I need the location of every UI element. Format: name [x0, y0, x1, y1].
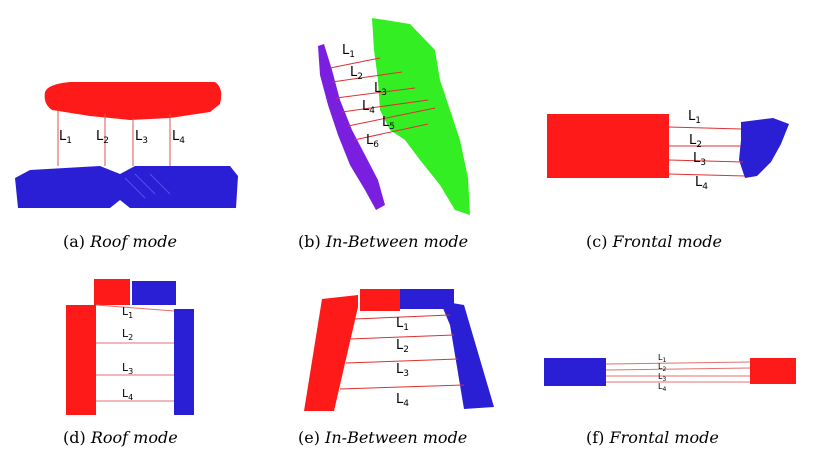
red-vehicle-pointcloud: [547, 114, 669, 178]
correspondence-lines: [605, 361, 751, 383]
caption-f: (f) Frontal mode: [586, 428, 719, 447]
green-vehicle-pointcloud: [372, 18, 470, 215]
caption-tag: (c): [586, 232, 608, 251]
svg-text:L3: L3: [135, 129, 148, 146]
caption-mode: In-Between mode: [325, 232, 469, 251]
svg-text:L4: L4: [172, 129, 185, 146]
svg-text:L1: L1: [59, 129, 72, 146]
line-labels: L1 L2 L3 L4: [122, 305, 133, 402]
line-labels: L1 L2 L3 L4: [688, 109, 708, 192]
svg-text:L3: L3: [693, 151, 706, 168]
caption-a: (a) Roof mode: [63, 232, 177, 251]
svg-text:L1: L1: [688, 109, 701, 126]
svg-text:L1: L1: [658, 353, 666, 364]
correspondence-lines: [329, 57, 436, 141]
svg-text:L5: L5: [382, 115, 395, 132]
caption-tag: (b): [298, 232, 321, 251]
panel-c-frontal-mode-figure: L1 L2 L3 L4: [547, 109, 789, 192]
caption-tag: (f): [586, 428, 605, 447]
caption-mode: In-Between mode: [325, 428, 468, 447]
line-labels: L1 L2 L3 L4: [59, 129, 185, 146]
caption-tag: (a): [63, 232, 86, 251]
caption-e: (e) In-Between mode: [298, 428, 467, 447]
caption-mode: Frontal mode: [609, 428, 719, 447]
svg-text:L2: L2: [689, 133, 702, 150]
svg-text:L3: L3: [396, 362, 409, 379]
caption-d: (d) Roof mode: [63, 428, 178, 447]
blue-vehicle-pointcloud: [132, 281, 176, 305]
blue-vehicle-pointcloud: [15, 166, 238, 208]
purple-vehicle-pointcloud: [318, 44, 385, 210]
correspondence-lines: [57, 110, 171, 166]
svg-text:L2: L2: [350, 65, 363, 82]
line-labels: L1 L2 L3 L4 L5 L6: [342, 43, 395, 150]
blue-vehicle-pointcloud: [739, 118, 789, 178]
line-labels: L1 L2 L3 L4: [396, 316, 409, 409]
red-vehicle-pointcloud: [94, 279, 130, 305]
svg-text:L2: L2: [122, 327, 133, 342]
svg-text:L3: L3: [122, 361, 133, 376]
svg-text:L4: L4: [362, 99, 375, 116]
caption-mode: Frontal mode: [612, 232, 722, 251]
caption-mode: Roof mode: [90, 428, 178, 447]
red-vehicle-pointcloud: [750, 358, 796, 384]
svg-text:L1: L1: [122, 305, 133, 320]
svg-text:L1: L1: [342, 43, 355, 60]
red-vehicle-pointcloud: [304, 295, 358, 411]
caption-tag: (e): [298, 428, 320, 447]
panel-a-roof-mode-figure: L1 L2 L3 L4: [15, 82, 238, 208]
panel-f-frontal-mode-figure: L1 L2 L3 L4: [544, 353, 796, 393]
caption-c: (c) Frontal mode: [586, 232, 722, 251]
svg-text:L4: L4: [122, 387, 133, 402]
panel-d-roof-mode-figure: L1 L2 L3 L4: [66, 279, 194, 415]
svg-text:L4: L4: [396, 392, 409, 409]
blue-vehicle-pointcloud: [544, 358, 606, 386]
svg-text:L4: L4: [658, 382, 666, 393]
panel-e-in-between-mode-figure: L1 L2 L3 L4: [304, 289, 494, 411]
svg-text:L6: L6: [366, 133, 379, 150]
svg-text:L2: L2: [658, 362, 666, 373]
caption-tag: (d): [63, 428, 86, 447]
red-vehicle-pointcloud: [66, 305, 96, 415]
correspondence-lines: [95, 304, 175, 402]
svg-text:L4: L4: [695, 175, 708, 192]
svg-text:L1: L1: [396, 316, 409, 333]
blue-vehicle-pointcloud: [400, 289, 454, 309]
red-vehicle-pointcloud: [44, 82, 222, 120]
panel-b-in-between-mode-figure: L1 L2 L3 L4 L5 L6: [318, 18, 470, 215]
line-labels: L1 L2 L3 L4: [658, 353, 666, 393]
blue-vehicle-pointcloud: [440, 301, 494, 409]
red-vehicle-pointcloud: [360, 289, 400, 311]
caption-mode: Roof mode: [90, 232, 177, 251]
correspondence-lines: [668, 126, 746, 177]
caption-b: (b) In-Between mode: [298, 232, 468, 251]
svg-text:L3: L3: [658, 372, 666, 383]
correspondence-lines: [339, 314, 465, 390]
blue-vehicle-pointcloud: [174, 309, 194, 415]
svg-text:L3: L3: [374, 81, 387, 98]
svg-text:L2: L2: [396, 338, 409, 355]
svg-text:L2: L2: [96, 129, 109, 146]
